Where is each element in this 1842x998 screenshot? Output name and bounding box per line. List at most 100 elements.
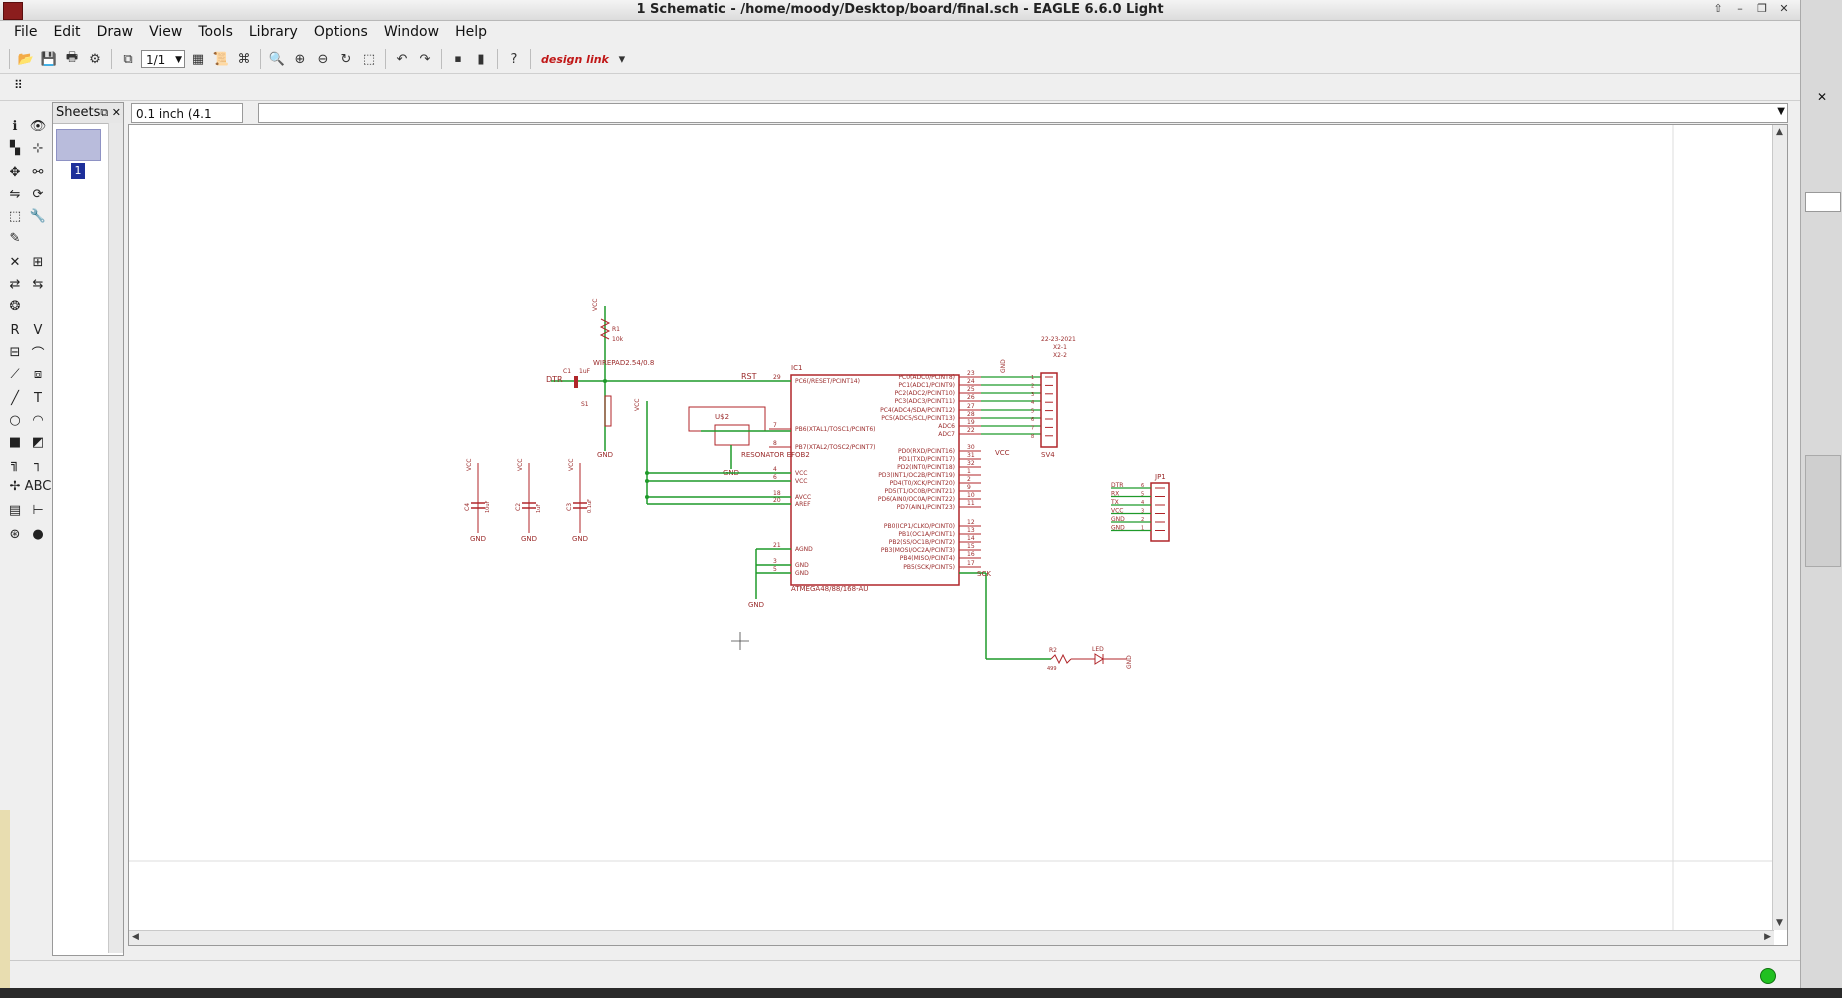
scroll-down-icon[interactable]: ▼	[1776, 918, 1783, 928]
sheet-thumbnail[interactable]	[56, 129, 101, 161]
errors-icon[interactable]: ●	[32, 526, 44, 542]
maximize-icon[interactable]: ❐	[1757, 2, 1767, 15]
gnd-net[interactable]: GND	[748, 548, 791, 609]
delete-icon[interactable]: ✕	[9, 254, 21, 270]
menu-window[interactable]: Window	[383, 24, 440, 40]
scroll-up-icon[interactable]: ▲	[1776, 127, 1783, 137]
value-icon[interactable]: V	[33, 322, 43, 338]
undo-icon[interactable]: ↶	[396, 51, 408, 67]
capacitor-c3[interactable]: VCC C3 0.1uF GND	[566, 459, 593, 543]
mark-icon[interactable]: ⊹	[32, 140, 44, 156]
c4-value: 10uF	[485, 500, 491, 513]
help-icon[interactable]: ?	[510, 51, 518, 67]
paste-icon[interactable]: ✎	[9, 230, 21, 246]
chevron-down-icon[interactable]: ▾	[618, 51, 626, 67]
capacitor-c4[interactable]: VCC C4 10uF GND	[464, 459, 491, 543]
attribute-icon[interactable]: ▤	[8, 502, 22, 518]
background-dropdown[interactable]	[1805, 192, 1841, 212]
scroll-left-icon[interactable]: ◀	[132, 932, 139, 942]
menu-view[interactable]: View	[149, 24, 183, 40]
grid-icon[interactable]: ⠿	[14, 78, 23, 92]
redo-icon[interactable]: ↷	[419, 51, 431, 67]
add-icon[interactable]: ⊞	[32, 254, 44, 270]
designlink-button[interactable]: design link	[541, 52, 609, 66]
up-icon[interactable]: ⇧	[1713, 2, 1723, 15]
show-icon[interactable]: 👁	[29, 118, 47, 134]
sheets-scrollbar[interactable]	[108, 123, 123, 953]
command-input[interactable]: ▼	[258, 103, 1788, 123]
menu-tools[interactable]: Tools	[198, 24, 233, 40]
sheet-icon[interactable]: ⧉	[123, 51, 133, 67]
label-icon[interactable]: ABC	[24, 478, 52, 494]
info-icon[interactable]: ℹ	[12, 118, 18, 134]
move-icon[interactable]: ✥	[9, 164, 21, 180]
junction-icon[interactable]: ✢	[9, 478, 21, 494]
wire-icon[interactable]: ╱	[11, 390, 19, 406]
zoom-in-icon[interactable]: ⊕	[294, 51, 306, 67]
rotate-icon[interactable]: ⟳	[32, 186, 44, 202]
miter-icon[interactable]: ⌒	[31, 346, 45, 362]
text-icon[interactable]: T	[34, 390, 42, 406]
sheet-select[interactable]: 1/1▼	[141, 50, 185, 68]
change-icon[interactable]: 🔧	[29, 208, 47, 224]
close-icon[interactable]: ✕	[1779, 2, 1789, 15]
print-icon[interactable]: 🖶	[65, 50, 79, 65]
zoom-area-icon[interactable]: ⬚	[362, 51, 376, 67]
ic1-pin-number: 28	[967, 411, 975, 418]
script-icon[interactable]: 📜	[212, 51, 230, 67]
name-icon[interactable]: R	[10, 322, 20, 338]
circle-icon[interactable]: ○	[9, 412, 21, 428]
eagle-app-icon[interactable]	[3, 2, 23, 20]
arc-icon[interactable]: ◠	[32, 412, 44, 428]
display-icon[interactable]: ▚	[10, 140, 20, 156]
smash-icon[interactable]: ⊟	[9, 344, 21, 360]
menu-file[interactable]: File	[14, 24, 38, 40]
canvas-horizontal-scrollbar[interactable]: ◀ ▶	[129, 930, 1774, 945]
net-icon[interactable]: ┐	[34, 456, 42, 472]
led-circuit[interactable]: SCK R2 499 LED GND	[959, 570, 1133, 672]
board-icon[interactable]: ▦	[191, 51, 205, 67]
replace-icon[interactable]: ❂	[9, 298, 21, 314]
chevron-down-icon[interactable]: ▼	[1777, 106, 1785, 117]
zoom-redraw-icon[interactable]: ↻	[340, 51, 352, 67]
ulp-icon[interactable]: ⌘	[237, 51, 251, 67]
ic1-pin-label: PD6(AIN0/OC0A/PCINT22)	[878, 496, 955, 503]
menu-edit[interactable]: Edit	[53, 24, 81, 40]
mirror-icon[interactable]: ⇋	[9, 186, 21, 202]
rect-icon[interactable]: ■	[8, 434, 22, 450]
ic1-symbol[interactable]: IC1 ATMEGA48/88/168-AU 29PC6(/RESET/PCIN…	[769, 364, 1041, 593]
group-icon[interactable]: ⬚	[8, 208, 22, 224]
menu-help[interactable]: Help	[455, 24, 487, 40]
menu-draw[interactable]: Draw	[96, 24, 134, 40]
close-icon[interactable]: ⧉ ✕	[100, 106, 121, 119]
zoom-out-icon[interactable]: ⊖	[317, 51, 329, 67]
vcc-bus[interactable]: VCC	[634, 399, 791, 505]
gateswap-icon[interactable]: ⇆	[32, 276, 44, 292]
sheet-number[interactable]: 1	[71, 163, 85, 179]
canvas-vertical-scrollbar[interactable]: ▲ ▼	[1772, 125, 1787, 930]
polygon-icon[interactable]: ◩	[31, 434, 45, 450]
close-icon[interactable]: ✕	[1816, 90, 1828, 104]
minimize-icon[interactable]: –	[1737, 2, 1743, 15]
menu-options[interactable]: Options	[313, 24, 368, 40]
reset-network[interactable]: RST DTR C1 1uF VCC R1 10k WIREPAD2.54/0.…	[546, 299, 791, 459]
scroll-right-icon[interactable]: ▶	[1764, 932, 1771, 942]
go-icon[interactable]: ▮	[477, 51, 485, 67]
capacitor-c2[interactable]: VCC C2 1uF GND	[515, 459, 542, 543]
menu-library[interactable]: Library	[248, 24, 298, 40]
invoke-icon[interactable]: ⧈	[33, 366, 43, 382]
stop-icon[interactable]: ⏹	[454, 51, 462, 67]
pinswap-icon[interactable]: ⇄	[9, 276, 21, 292]
dimension-icon[interactable]: ⊢	[32, 502, 44, 518]
open-icon[interactable]: 📂	[17, 51, 35, 67]
split-icon[interactable]: ⟋	[10, 366, 20, 382]
zoom-fit-icon[interactable]: 🔍	[268, 51, 286, 67]
copy-icon[interactable]: ⚯	[32, 164, 44, 180]
cam-icon[interactable]: ⚙	[89, 51, 101, 67]
bus-icon[interactable]: ╗	[11, 456, 19, 472]
erc-icon[interactable]: ⊛	[9, 526, 21, 542]
save-icon[interactable]: 💾	[40, 51, 58, 67]
